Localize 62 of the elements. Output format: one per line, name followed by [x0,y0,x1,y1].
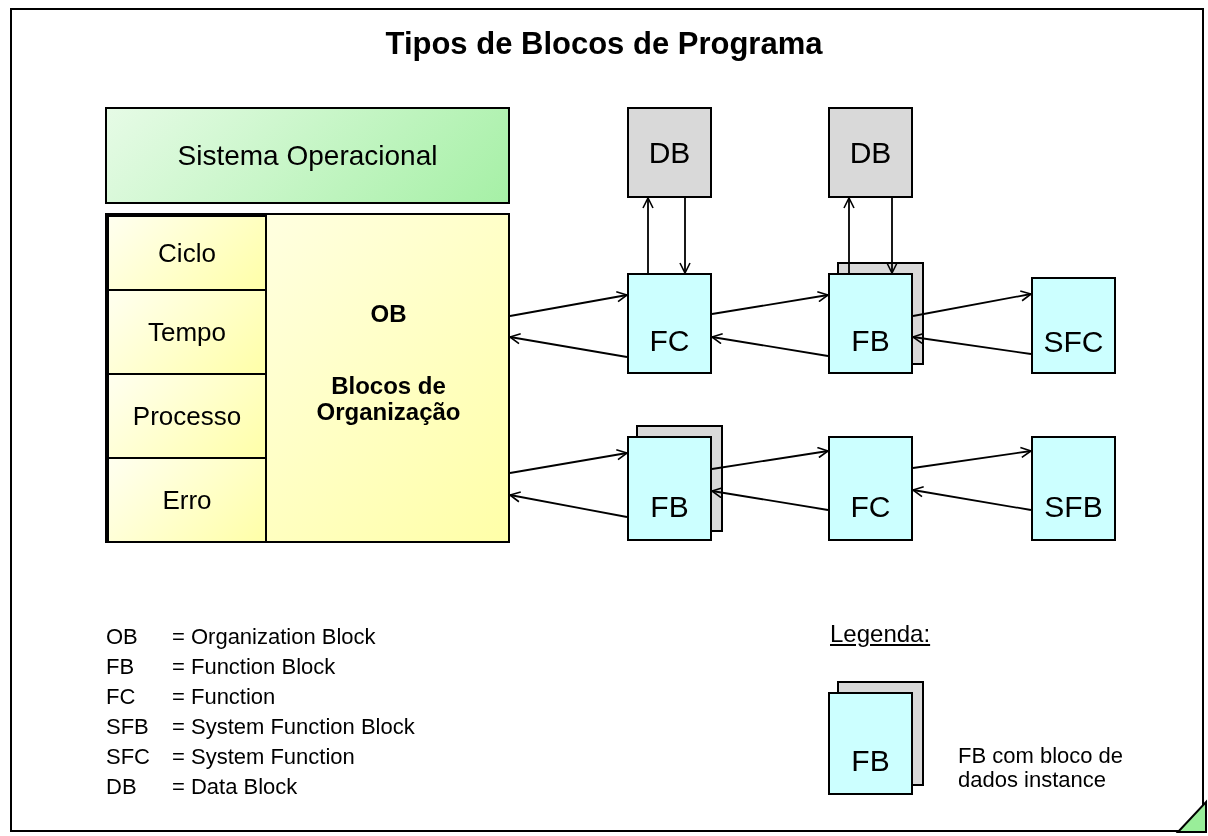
arrow [509,448,628,474]
function-box [627,273,712,374]
node-label: DB [848,135,893,170]
node-label: Erro [161,484,213,516]
abbreviation: DB [106,774,137,800]
node-label: SFB [1043,489,1104,524]
node-label: DB [647,135,692,170]
node-label: Ciclo [157,237,217,269]
arrow [711,290,829,315]
event-cell [107,457,267,543]
arrow [843,197,855,274]
arrow [509,332,628,358]
node-label: FB [850,323,891,358]
arrow [912,332,1032,355]
event-cell [107,289,267,375]
node-label: Processo [131,400,243,432]
abbreviation-meaning: = Function [172,684,276,710]
abbreviation: SFC [106,744,150,770]
arrow [912,485,1032,511]
abbreviation-meaning: = Function Block [172,654,336,680]
arrow [509,291,628,317]
event-cell [107,373,267,459]
system-function-block-box [1031,436,1116,541]
abbreviation-meaning: = Organization Block [172,624,376,650]
arrow [912,290,1032,317]
node-label: FB [649,489,690,524]
arrow [711,486,829,511]
arrow [679,197,691,274]
abbreviation-meaning: = System Function [172,744,355,770]
node-label: FB [850,744,891,779]
arrow [711,446,829,470]
abbreviation: FB [106,654,135,680]
node-label: Sistema Operacional [176,139,439,172]
abbreviation: FC [106,684,136,710]
legend-title: Legenda: [830,620,931,648]
arrow [509,491,628,518]
arrow [912,446,1032,469]
system-function-box [1031,277,1116,374]
arrow [642,197,654,274]
diagram-title: Tipos de Blocos de Programa [384,26,824,62]
node-label: FC [648,323,691,358]
abbreviation: OB [106,624,138,650]
abbreviation-meaning: = Data Block [172,774,298,800]
abbreviation: SFB [106,714,149,740]
node-label: SFC [1042,325,1105,360]
system-box [105,107,510,204]
organization-block-box [105,213,510,543]
function-block-box [828,273,913,374]
data-block-box [828,107,913,198]
block-description: Blocos de Organização [315,373,462,426]
block-title: OB [369,301,408,328]
legend-description: FB com bloco de dados instance [958,744,1125,793]
data-block-box [627,107,712,198]
function-box [828,436,913,541]
arrow [886,197,898,274]
function-block-box [627,436,712,541]
arrow [711,332,829,357]
abbreviation-meaning: = System Function Block [172,714,415,740]
node-label: FC [849,489,892,524]
node-label: Tempo [146,316,227,348]
function-block-box [828,692,913,795]
event-cell [107,215,267,291]
